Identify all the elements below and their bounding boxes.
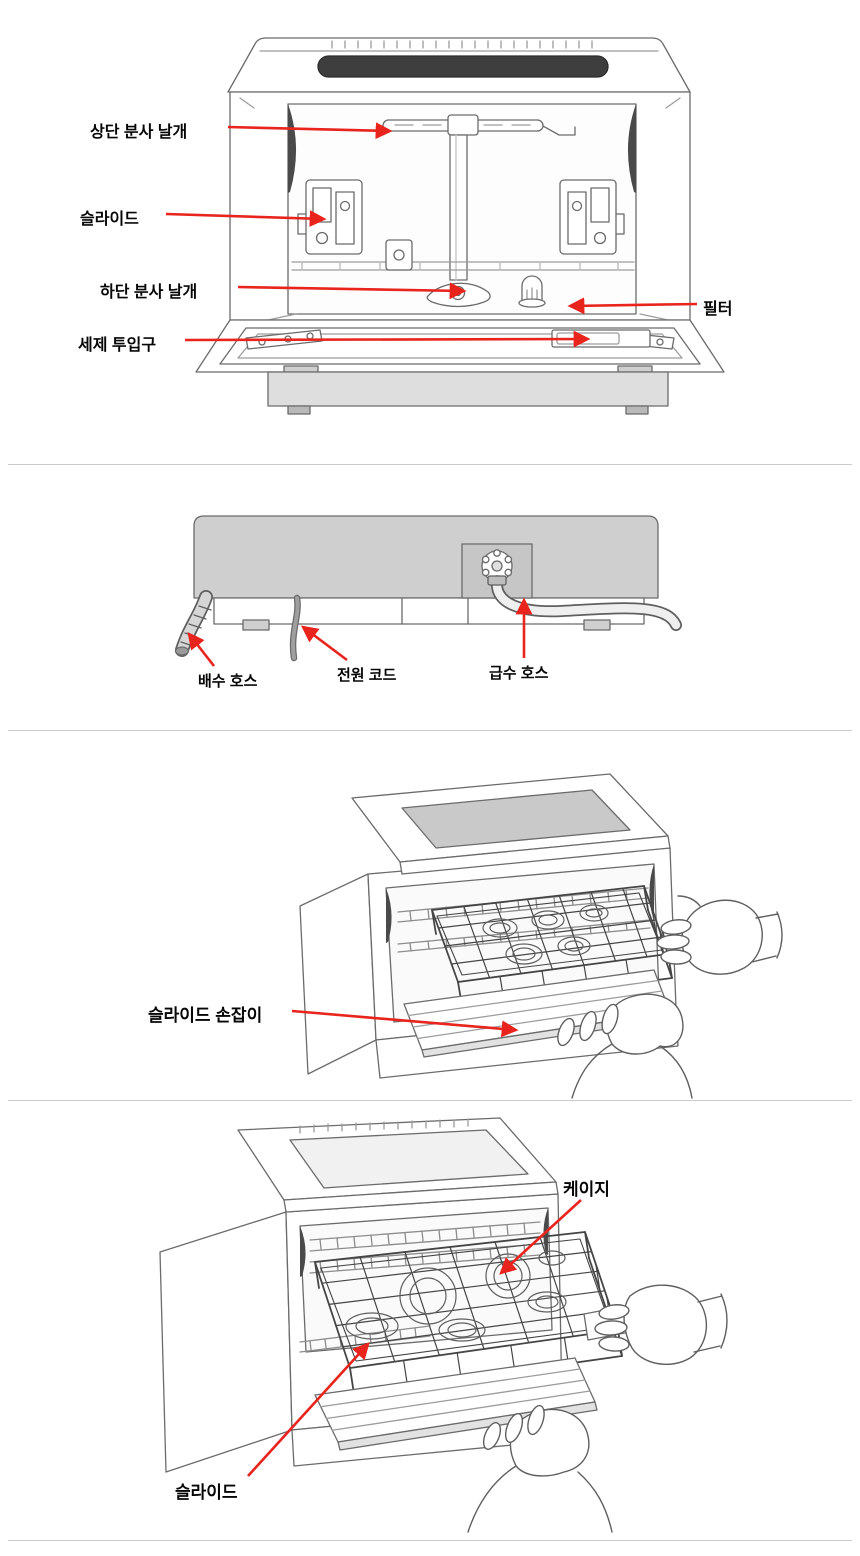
section-divider — [8, 1540, 852, 1541]
rear-foot-right — [583, 619, 611, 631]
lid-window — [401, 789, 631, 849]
rear-foot-left — [242, 619, 270, 631]
supply-hose — [487, 575, 682, 631]
label-slide-handle: 슬라이드 손잡이 — [148, 1006, 263, 1025]
arrow-power-cord — [300, 625, 348, 662]
illustration-cage-view — [159, 1117, 728, 1533]
left-slide-rail — [297, 179, 363, 255]
arrow-drain-hose — [187, 632, 216, 667]
arrow-cage — [499, 1199, 582, 1275]
filter — [518, 275, 546, 308]
callout-arrows — [165, 122, 698, 1477]
label-drain-hose: 배수 호스 — [198, 673, 258, 690]
section-divider — [8, 730, 852, 731]
arrow-upper-spray-arm — [227, 122, 393, 140]
label-lower-spray-arm: 하단 분사 날개 — [100, 284, 198, 301]
label-cage: 케이지 — [563, 1180, 610, 1199]
power-cord — [289, 594, 301, 662]
right-hand — [656, 895, 783, 975]
base-pedestal — [267, 365, 669, 415]
label-slide: 슬라이드 — [80, 211, 139, 228]
label-power-cord: 전원 코드 — [337, 667, 397, 684]
top-lid — [227, 37, 691, 93]
section-divider — [8, 1100, 852, 1101]
lower-bracket — [385, 239, 413, 271]
open-door — [195, 319, 725, 373]
lid-handle-recess — [317, 55, 609, 78]
arrow-detergent-inlet — [184, 330, 591, 348]
upper-spray-arm — [382, 114, 576, 136]
label-filter: 필터 — [703, 301, 733, 318]
label-upper-spray-arm: 상단 분사 날개 — [90, 124, 188, 141]
arrow-lower-spray-arm — [237, 282, 467, 300]
rack-dishes — [482, 904, 609, 965]
label-supply-hose: 급수 호스 — [489, 665, 549, 682]
floor-rails — [267, 261, 669, 321]
right-slide-rail — [559, 179, 625, 255]
arrow-slide-handle — [291, 1009, 519, 1038]
lower-hand-arm — [467, 1404, 613, 1533]
right-hand — [594, 1284, 728, 1365]
arrow-filter — [567, 297, 698, 315]
illustration-rear-view — [174, 515, 682, 662]
illustration-front-view — [195, 37, 725, 415]
center-column — [449, 134, 468, 281]
label-detergent-inlet: 세제 투입구 — [78, 337, 157, 354]
label-slide-rail: 슬라이드 — [175, 1483, 238, 1502]
cage-dishes — [345, 1250, 567, 1342]
drain-hose — [174, 590, 213, 657]
illustration-slide-handle-view — [299, 773, 783, 1099]
arrow-slide — [165, 210, 327, 227]
lower-hand-arm — [557, 993, 693, 1099]
section-divider — [8, 464, 852, 465]
lid-window — [289, 1129, 529, 1189]
machine-rear-body — [193, 515, 659, 599]
arrow-slide-rail — [247, 1342, 370, 1477]
